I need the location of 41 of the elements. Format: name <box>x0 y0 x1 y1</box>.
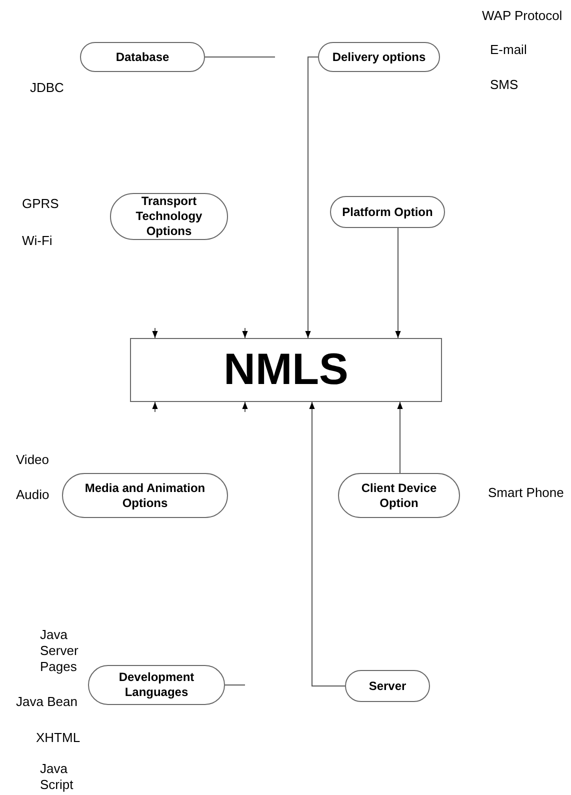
option-label: Delivery options <box>332 50 426 64</box>
option-pill <box>318 42 440 72</box>
arrow <box>305 56 318 338</box>
option-label: Transport Technology Options <box>134 194 204 239</box>
system-box <box>130 338 442 402</box>
option-item: SMS <box>490 77 520 93</box>
option-item: Smart Phone <box>488 485 565 501</box>
arrow <box>309 402 346 686</box>
option-label: Database <box>116 50 170 64</box>
arrow <box>242 402 248 412</box>
arrow <box>152 402 158 412</box>
option-item: Java Script <box>40 761 74 793</box>
option-label: Server <box>368 678 406 694</box>
option-pill <box>80 42 205 72</box>
option-pill <box>62 473 228 518</box>
option-item: E-mail <box>490 42 528 58</box>
option-label: Media and Animation Options <box>84 480 206 510</box>
option-pill <box>88 665 225 705</box>
option-pill <box>345 670 430 702</box>
option-item: XHTML <box>36 730 82 746</box>
system-title: NMLS <box>224 348 348 392</box>
connector-line <box>224 684 246 686</box>
option-label: Client Device Option <box>360 480 438 510</box>
option-item: Java Server Pages <box>40 627 80 675</box>
option-item: Wi-Fi <box>22 233 54 249</box>
option-item: WAP Protocol <box>482 8 564 24</box>
arrow <box>152 328 158 338</box>
option-item: Audio <box>16 487 50 503</box>
arrow <box>397 402 403 474</box>
option-pill <box>110 193 228 240</box>
option-item: Java Bean <box>16 694 78 710</box>
connector-line <box>204 56 276 58</box>
option-item: JDBC <box>30 80 65 96</box>
option-pill <box>338 473 460 518</box>
option-label: Development Languages <box>118 670 196 700</box>
option-item: Video <box>16 452 50 468</box>
option-item: GPRS <box>22 196 60 212</box>
arrow <box>395 228 401 338</box>
arrow <box>242 328 248 338</box>
option-pill <box>330 196 445 228</box>
option-label: Platform Option <box>342 204 433 220</box>
